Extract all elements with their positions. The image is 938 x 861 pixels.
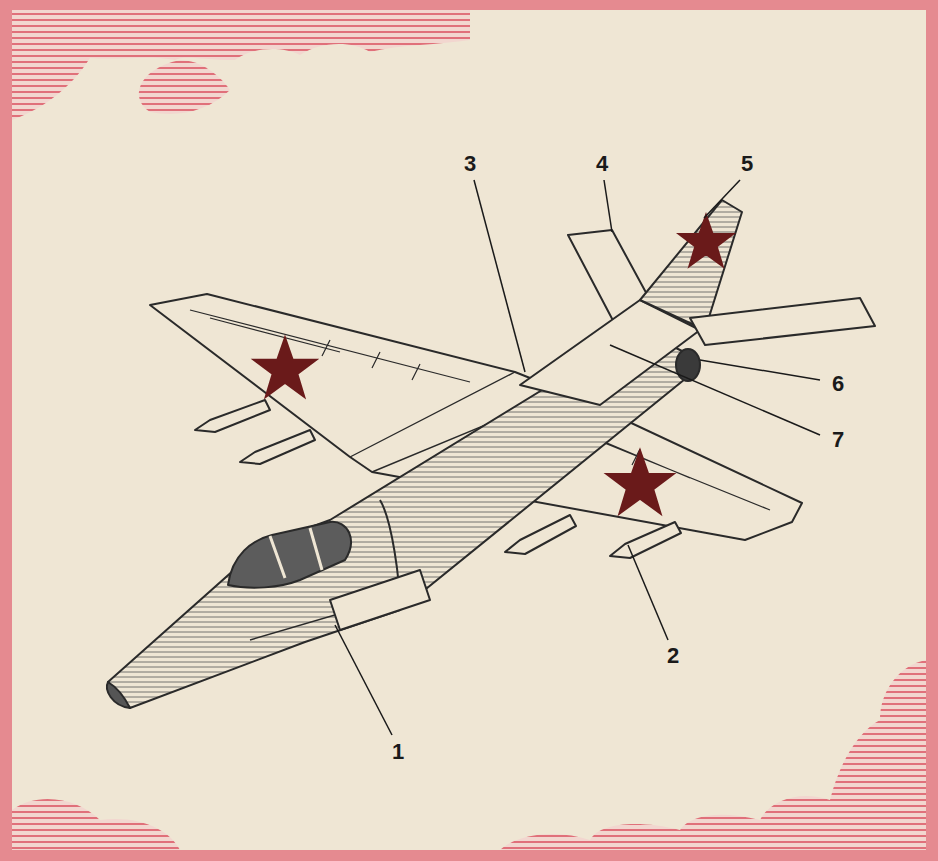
cloud	[139, 60, 230, 114]
cloud	[12, 10, 470, 120]
star	[624, 468, 656, 499]
missile	[610, 522, 681, 558]
cloud	[12, 799, 180, 850]
missile	[240, 430, 315, 464]
missile	[505, 515, 576, 554]
aircraft	[107, 200, 875, 708]
canopy	[228, 522, 351, 588]
missile	[195, 400, 270, 432]
leader-line	[604, 180, 612, 232]
leader-line	[628, 545, 668, 640]
callout-number: 4	[596, 151, 608, 177]
star	[693, 229, 720, 254]
fin	[640, 200, 742, 330]
exhaust-nozzle	[676, 349, 700, 381]
tailplane	[690, 298, 875, 345]
callout-number: 3	[464, 151, 476, 177]
cloud	[500, 660, 926, 850]
callout-number: 6	[832, 371, 844, 397]
callout-number: 1	[392, 739, 404, 765]
star-insignia	[270, 229, 720, 499]
callout-number: 7	[832, 427, 844, 453]
leader-line	[474, 180, 525, 372]
leader-lines	[335, 180, 820, 735]
air-intake	[330, 570, 430, 630]
nose-tip	[107, 682, 130, 708]
star	[270, 354, 300, 383]
cloud-decoration	[12, 10, 926, 850]
leader-line	[335, 625, 392, 735]
leader-line	[610, 345, 820, 435]
callout-number: 5	[741, 151, 753, 177]
canopy-frame	[270, 528, 322, 578]
callout-number: 2	[667, 643, 679, 669]
leader-line	[704, 180, 740, 218]
leader-line	[700, 360, 820, 380]
paper-background	[12, 10, 926, 850]
